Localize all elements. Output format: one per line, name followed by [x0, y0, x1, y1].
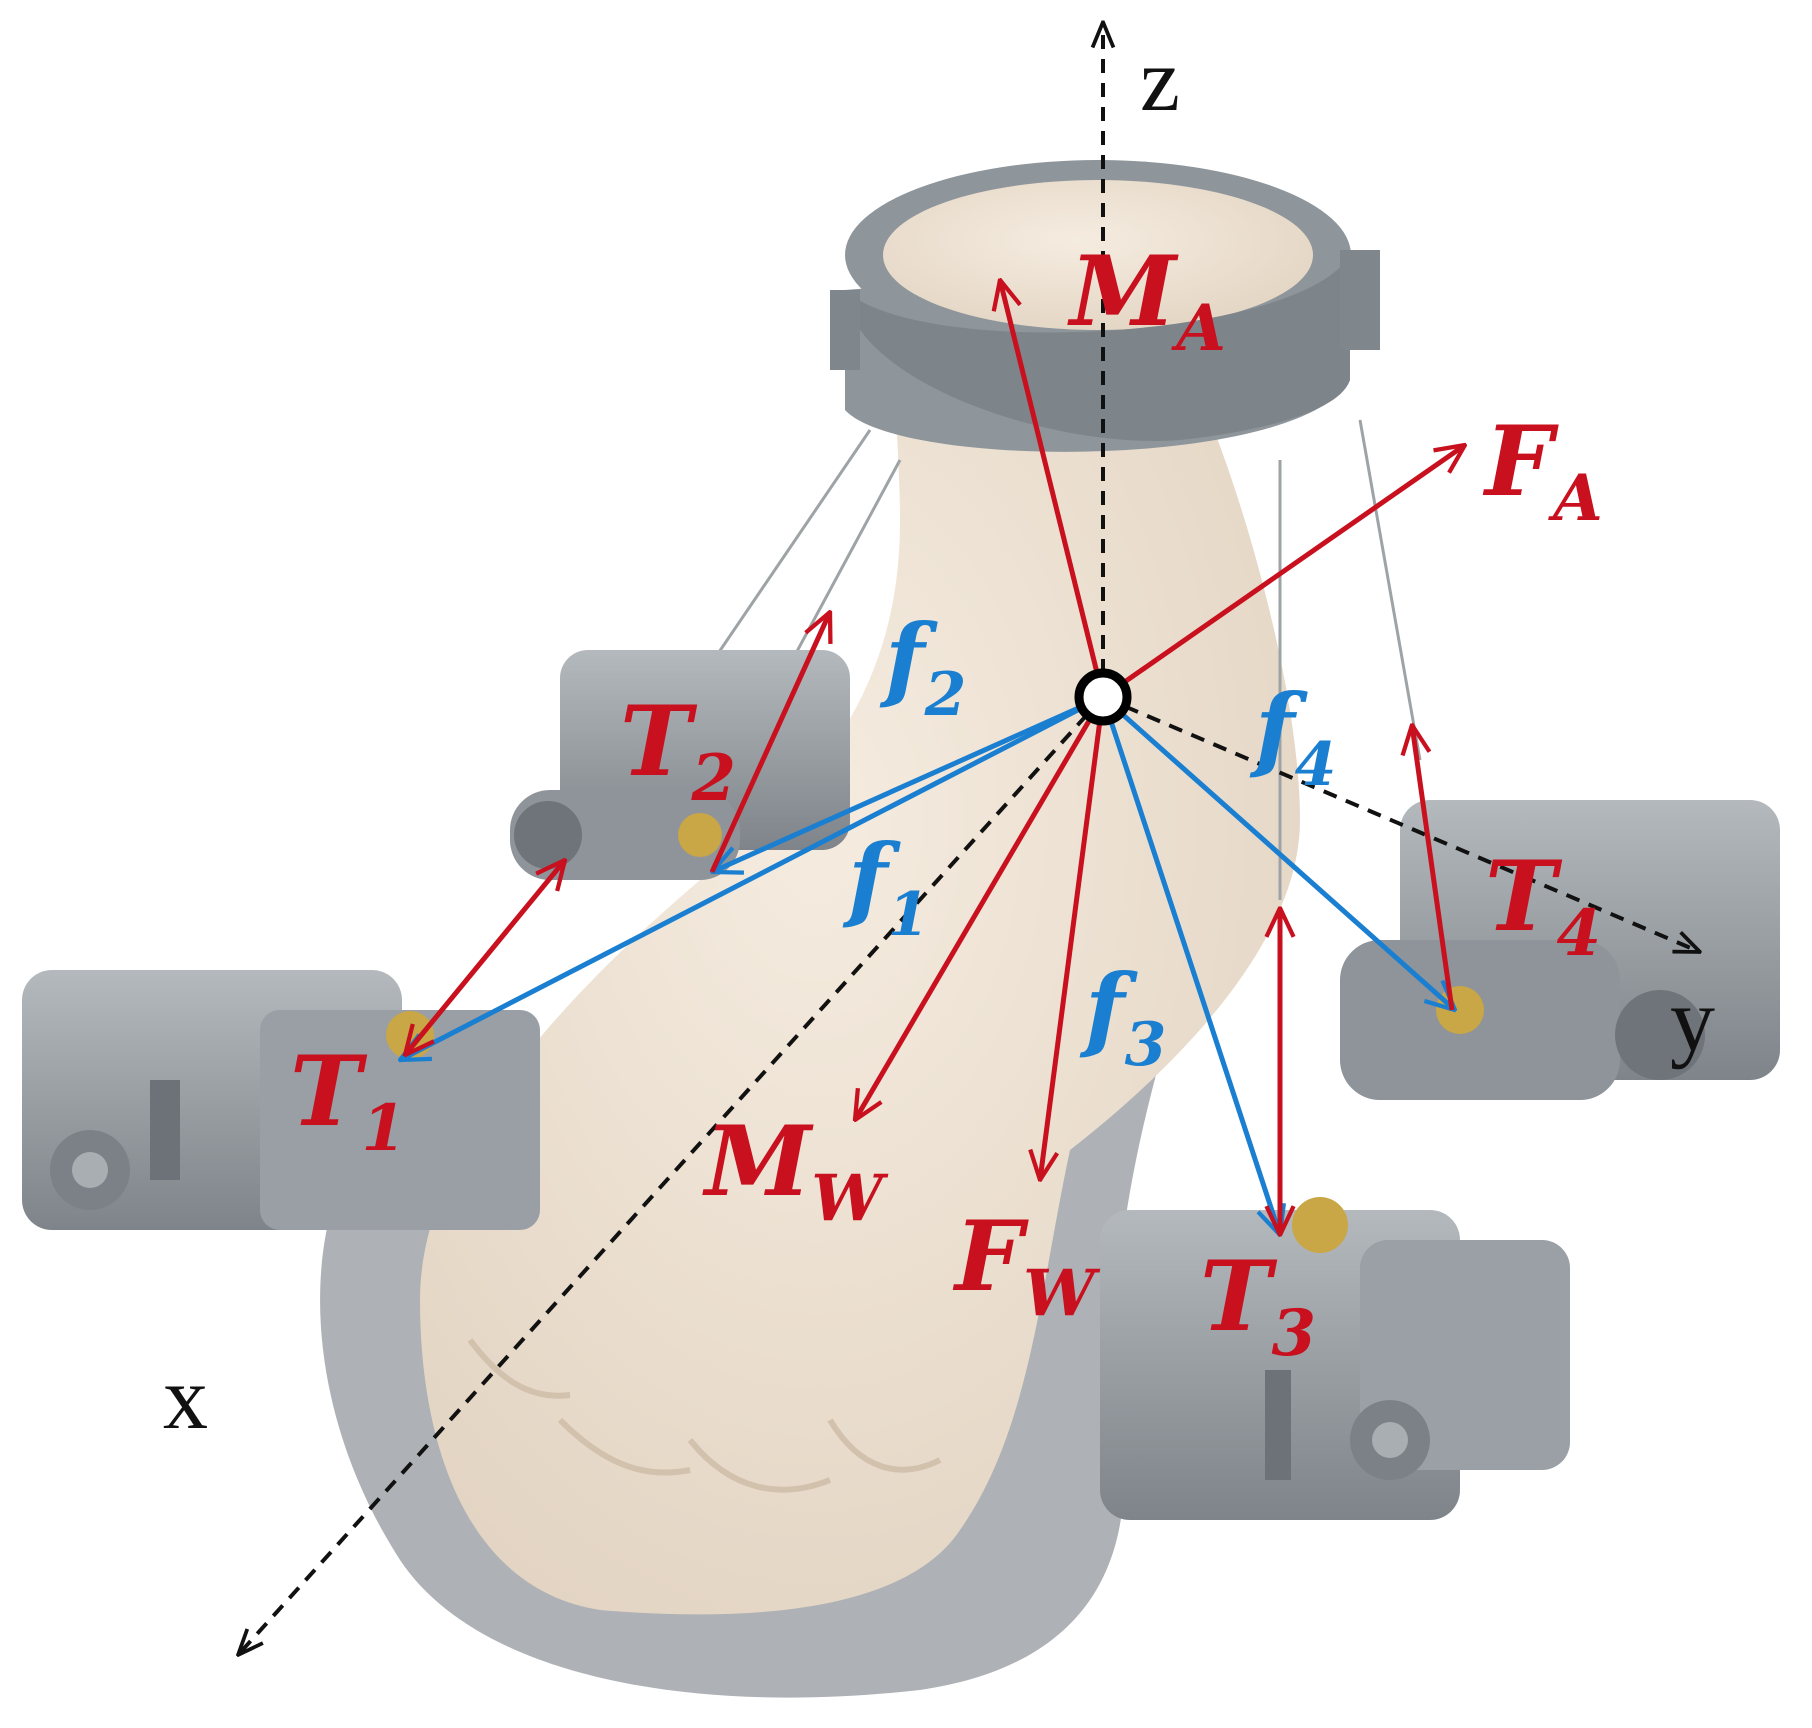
motor-unit-4: [1340, 800, 1780, 1100]
MA-vector: [1000, 280, 1106, 698]
T1-label: T1: [290, 1035, 406, 1166]
FA-vector: [1101, 445, 1465, 700]
f4-vector: [1101, 695, 1455, 1010]
y-axis-label: y: [1670, 971, 1715, 1070]
MW-label: MW: [702, 1105, 889, 1236]
MW-vector: [855, 695, 1106, 1120]
f4-label: f4: [1249, 674, 1336, 800]
motor-unit-3: [1100, 1197, 1570, 1520]
MA-label: MA: [1067, 235, 1226, 366]
z-axis-label: z: [1140, 31, 1180, 130]
T3-label: T3: [1200, 1240, 1316, 1371]
coordinate-axes: [238, 22, 1700, 1655]
forces-red: [405, 280, 1465, 1235]
foot-model: [420, 290, 1300, 1615]
T1-vector: [405, 860, 565, 1055]
y-axis: [1102, 695, 1700, 952]
ankle-cuff: [830, 160, 1380, 452]
f3-vector: [1100, 696, 1280, 1235]
T2-label: T2: [620, 685, 736, 816]
motor-unit-1: [22, 970, 540, 1230]
FA-label: FA: [1482, 405, 1603, 536]
f2-vector: [712, 694, 1105, 872]
x-axis-label: x: [163, 1349, 208, 1448]
ankle-joint-origin: [1074, 668, 1132, 726]
T4-vector: [1412, 725, 1455, 1011]
cable-forces-blue: [400, 694, 1455, 1235]
T4-label: T4: [1485, 840, 1601, 971]
FW-vector: [1040, 696, 1106, 1180]
T2-vector: [709, 612, 830, 874]
FW-label: FW: [952, 1200, 1101, 1331]
